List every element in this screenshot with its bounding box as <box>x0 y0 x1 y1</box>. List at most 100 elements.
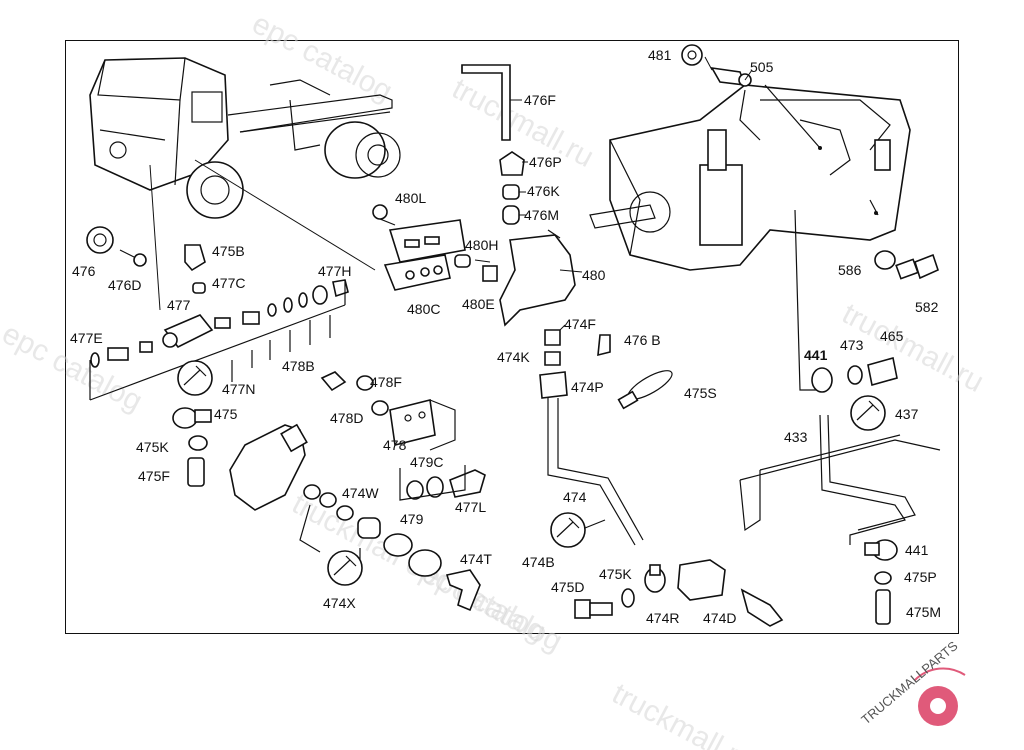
callout-473: 473 <box>840 337 864 353</box>
diagram-frame <box>65 40 959 634</box>
callout-476K: 476K <box>527 183 560 199</box>
seal-477E <box>90 341 153 368</box>
callout-478: 478 <box>383 437 407 453</box>
callout-475: 475 <box>214 406 238 422</box>
callout-475P: 475P <box>904 569 937 585</box>
washer-475K <box>188 435 208 451</box>
callout-476P: 476P <box>529 154 562 170</box>
callout-478D: 478D <box>330 410 363 426</box>
washer-475K-right <box>621 588 635 608</box>
leader-lines <box>149 56 753 331</box>
washer-475P <box>874 571 892 585</box>
banjo-441-bottom <box>864 539 898 561</box>
callout-474D: 474D <box>703 610 736 626</box>
screw-476D <box>119 249 147 267</box>
callout-476B: 476 B <box>624 332 661 348</box>
bolt-475F <box>187 457 205 487</box>
callout-478F: 478F <box>370 374 402 390</box>
callout-481: 481 <box>648 47 672 63</box>
callout-586: 586 <box>838 262 862 278</box>
svg-text:epc catalog: epc catalog <box>417 557 568 658</box>
bolt-582 <box>895 253 939 280</box>
callout-474F: 474F <box>564 316 596 332</box>
bolt-475M <box>875 589 891 625</box>
callout-479C: 479C <box>410 454 443 470</box>
bolt-475D <box>574 599 613 619</box>
callout-505: 505 <box>750 59 774 75</box>
seals-479 <box>399 465 486 501</box>
callout-441-top: 441 <box>804 347 828 363</box>
washer-478D <box>371 400 389 416</box>
callout-582: 582 <box>915 299 939 315</box>
callout-437: 437 <box>895 406 919 422</box>
elbow-474T <box>445 569 481 612</box>
callout-477N: 477N <box>222 381 255 397</box>
callout-480C: 480C <box>407 301 440 317</box>
callout-475B: 475B <box>212 243 245 259</box>
callout-480H: 480H <box>465 237 498 253</box>
sensor-505 <box>710 66 752 87</box>
callout-477L: 477L <box>455 499 486 515</box>
callout-labels: 481 505 476F 476P 476K 476M 480L 480H 48… <box>70 47 941 626</box>
callout-474T: 474T <box>460 551 492 567</box>
bracket-480 <box>499 229 576 327</box>
wrench-icon-474B <box>550 512 606 548</box>
cap-476P <box>499 151 525 176</box>
callout-479: 479 <box>400 511 424 527</box>
clip-474F <box>597 334 611 357</box>
callout-433: 433 <box>784 429 808 445</box>
callout-475D: 475D <box>551 579 584 595</box>
callout-480: 480 <box>582 267 606 283</box>
svg-text:truckmall.ru: truckmall.ru <box>607 677 759 750</box>
washer-586 <box>874 250 896 270</box>
callout-476D: 476D <box>108 277 141 293</box>
callout-474W: 474W <box>342 485 379 501</box>
callout-475M: 475M <box>906 604 941 620</box>
filter-housing <box>677 559 726 601</box>
bracket-478 <box>389 399 456 451</box>
callout-474: 474 <box>563 489 587 505</box>
cable-tie-475S <box>617 370 673 410</box>
callout-476F: 476F <box>524 92 556 108</box>
callout-477C: 477C <box>212 275 245 291</box>
seal-476M <box>502 205 520 225</box>
callout-480E: 480E <box>462 296 495 312</box>
callout-474B: 474B <box>522 554 555 570</box>
truck-illustration <box>89 57 401 219</box>
banjo-474R <box>644 564 666 593</box>
pump-474W <box>229 423 442 577</box>
fitting-475B <box>184 244 206 272</box>
callout-477: 477 <box>167 297 191 313</box>
callout-475F: 475F <box>138 468 170 484</box>
callout-477E: 477E <box>70 330 103 346</box>
pipe-474 <box>539 329 644 546</box>
gearbox-illustration <box>589 84 911 271</box>
callout-478B: 478B <box>282 358 315 374</box>
callout-441-bottom: 441 <box>905 542 929 558</box>
callout-475K-right: 475K <box>599 566 632 582</box>
truckmall-logo: TRUCKMALLPARTS <box>858 638 966 727</box>
callout-474X: 474X <box>323 595 356 611</box>
wrench-icon-437 <box>850 395 886 431</box>
hose-476F <box>461 64 511 141</box>
callout-474P: 474P <box>571 379 604 395</box>
connector-474D <box>740 588 784 627</box>
callout-480L: 480L <box>395 190 426 206</box>
svg-text:epc catalog: epc catalog <box>247 7 398 108</box>
callout-474K: 474K <box>497 349 530 365</box>
callout-475K-left: 475K <box>136 439 169 455</box>
washer-481 <box>681 44 703 66</box>
seal-477C <box>192 282 206 294</box>
callout-476M: 476M <box>524 207 559 223</box>
callout-465: 465 <box>880 328 904 344</box>
callout-475S: 475S <box>684 385 717 401</box>
banjo-475 <box>172 407 212 429</box>
callout-477H: 477H <box>318 263 351 279</box>
callout-476: 476 <box>72 263 96 279</box>
bracket-477N <box>89 280 346 401</box>
wrench-icon-474X <box>299 504 363 586</box>
valve-477 <box>162 314 231 349</box>
cap-476 <box>86 226 114 254</box>
ring-set-478B <box>242 279 349 325</box>
wrench-icon <box>177 360 213 396</box>
